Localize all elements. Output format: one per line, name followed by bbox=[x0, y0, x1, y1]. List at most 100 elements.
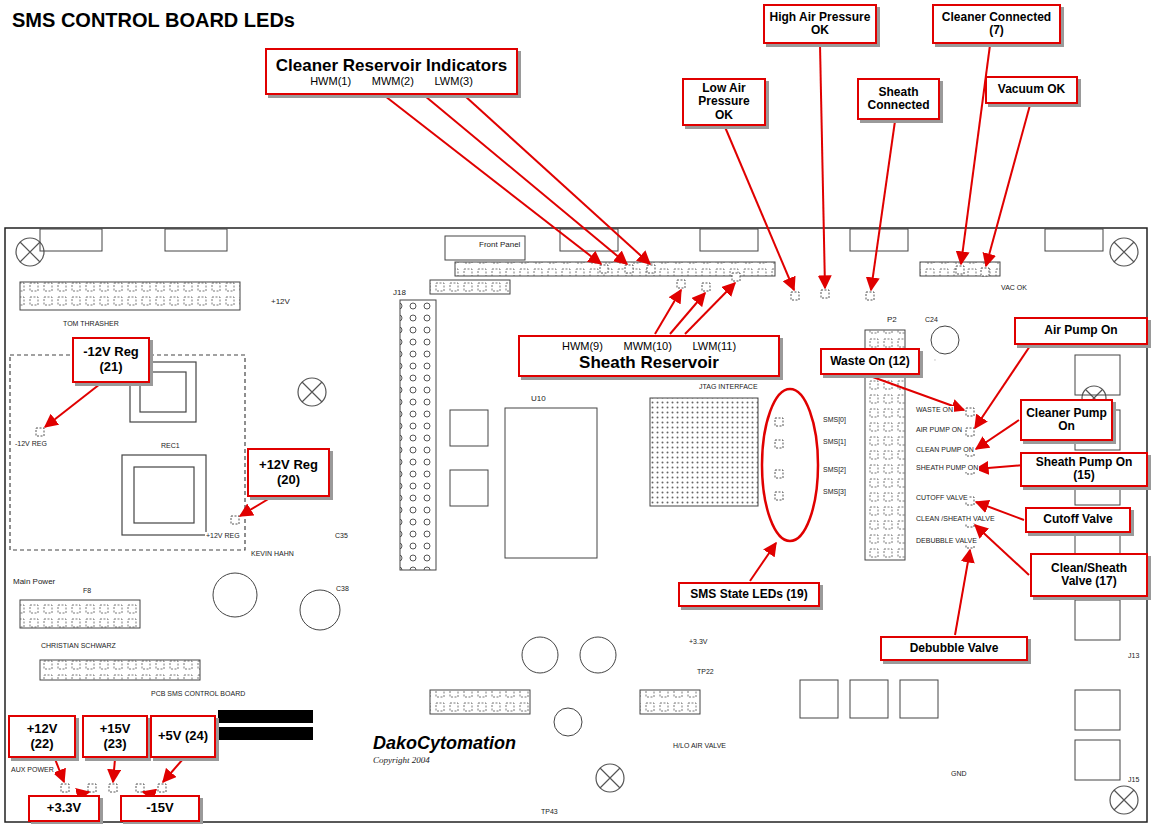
led-marker bbox=[677, 280, 685, 288]
callout-text: Low Air Pressure OK bbox=[688, 82, 760, 122]
led-marker bbox=[866, 292, 874, 300]
callout-text: +12V (22) bbox=[14, 722, 70, 751]
connector-outline bbox=[445, 236, 525, 260]
led-marker bbox=[966, 408, 974, 416]
mounting-hole bbox=[20, 242, 40, 262]
callout-box: Waste On (12) bbox=[820, 348, 920, 375]
callout-box: +12V (22) bbox=[8, 715, 76, 758]
silkscreen-label: C35 bbox=[334, 532, 349, 540]
leader-line bbox=[45, 45, 1030, 794]
callout-box: SMS State LEDs (19) bbox=[678, 582, 820, 607]
ic-outline bbox=[800, 680, 838, 718]
callout-box: Air Pump On bbox=[1014, 317, 1148, 345]
mounting-hole bbox=[298, 378, 326, 406]
callout-text: +15V (23) bbox=[88, 722, 142, 751]
callout-box: Cleaner Pump On bbox=[1020, 399, 1113, 441]
mounting-hole bbox=[1110, 238, 1138, 266]
led-marker bbox=[775, 492, 783, 500]
company-logo: DakoCytomation bbox=[372, 734, 517, 754]
callout-text: Vacuum OK bbox=[998, 83, 1065, 96]
led-marker bbox=[36, 428, 44, 436]
connector-outline bbox=[920, 262, 1000, 276]
led-marker bbox=[136, 784, 144, 792]
leader-line bbox=[976, 465, 1024, 469]
mounting-hole bbox=[600, 768, 620, 788]
leader-line bbox=[240, 498, 270, 516]
silkscreen-label: PCB SMS CONTROL BOARD bbox=[150, 690, 246, 698]
capacitor-outline bbox=[580, 637, 616, 673]
silkscreen-label: SMS[0] bbox=[822, 416, 847, 424]
silkscreen-label: CLEAN /SHEATH VALVE bbox=[915, 515, 996, 523]
callout-box: +12V Reg (20) bbox=[247, 448, 330, 497]
leader-line bbox=[143, 792, 150, 794]
connector-outline bbox=[430, 280, 510, 294]
callout-text: +12V Reg (20) bbox=[253, 458, 324, 487]
callout-text: High Air Pressure OK bbox=[769, 11, 871, 38]
leader-line bbox=[670, 293, 705, 334]
callout-box: +3.3V bbox=[28, 795, 100, 822]
silkscreen-label: TP43 bbox=[540, 808, 559, 816]
diagram-title: SMS CONTROL BOARD LEDs bbox=[12, 9, 295, 32]
callout-box: Cleaner Connected (7) bbox=[932, 4, 1061, 44]
leader-line bbox=[425, 96, 627, 264]
leader-line bbox=[45, 384, 100, 427]
callout-text: Cutoff Valve bbox=[1043, 513, 1112, 526]
capacitor-outline bbox=[931, 326, 959, 354]
silkscreen-label: SHEATH PUMP ON bbox=[915, 464, 979, 472]
callout-text: Sheath Connected bbox=[863, 86, 934, 113]
leader-line bbox=[820, 45, 825, 288]
callout-text: Clean/Sheath Valve (17) bbox=[1036, 562, 1142, 589]
leader-line bbox=[750, 543, 776, 581]
ic-outline bbox=[650, 398, 758, 506]
connector-outline bbox=[455, 262, 775, 276]
callout-box: -15V bbox=[120, 795, 200, 822]
ic-outline bbox=[640, 690, 700, 714]
led-marker bbox=[600, 265, 608, 273]
callout-box: Cleaner Reservoir IndicatorsHWM(1) MWM(2… bbox=[265, 48, 518, 95]
silkscreen-label: C38 bbox=[335, 585, 350, 593]
callout-text: Waste On (12) bbox=[830, 355, 910, 368]
callout-text: -15V bbox=[146, 801, 173, 816]
pcb-outline bbox=[5, 228, 1147, 822]
ic-outline bbox=[20, 300, 1120, 780]
callout-box: Vacuum OK bbox=[985, 76, 1078, 104]
connector-outline bbox=[20, 229, 1103, 310]
ic-outline bbox=[450, 410, 488, 446]
capacitor-outline bbox=[213, 573, 257, 617]
silkscreen-label: WASTE ON bbox=[915, 406, 954, 414]
highlight-ellipse bbox=[762, 389, 818, 541]
silkscreen-label: +12V bbox=[270, 298, 291, 307]
connector-outline bbox=[165, 229, 227, 251]
callout-text: Debubble Valve bbox=[910, 642, 999, 655]
callout-box: Sheath Pump On (15) bbox=[1020, 452, 1148, 487]
transformer-outline bbox=[10, 355, 245, 550]
silkscreen-label: +12V REG bbox=[205, 532, 241, 540]
silkscreen-label: +3.3V bbox=[688, 638, 709, 646]
leader-line bbox=[685, 283, 735, 334]
mounting-hole bbox=[596, 764, 624, 792]
pcb-outline bbox=[5, 228, 1147, 822]
silkscreen-label: P2 bbox=[886, 316, 898, 325]
callout-box: High Air Pressure OK bbox=[763, 4, 877, 44]
mounting-hole bbox=[1114, 242, 1134, 262]
led-marker bbox=[88, 784, 96, 792]
leader-line bbox=[725, 127, 794, 290]
leader-line bbox=[55, 759, 64, 782]
led-marker bbox=[625, 265, 633, 273]
silkscreen-label: J15 bbox=[1127, 776, 1140, 784]
leader-line bbox=[975, 525, 1029, 575]
led-marker bbox=[732, 273, 740, 281]
mounting-hole bbox=[16, 238, 1138, 814]
ic-outline bbox=[20, 600, 140, 628]
ic-outline bbox=[1075, 740, 1120, 780]
callout-text: Cleaner Connected (7) bbox=[938, 11, 1055, 38]
silkscreen-label: AUX POWER bbox=[10, 766, 55, 774]
silkscreen-label: F8 bbox=[82, 587, 92, 595]
redaction-bar bbox=[218, 710, 313, 740]
connector-outline bbox=[1045, 229, 1103, 251]
silkscreen-label: U10 bbox=[530, 395, 547, 404]
silkscreen-label: -12V REG bbox=[14, 440, 48, 448]
ic-outline bbox=[900, 680, 938, 718]
ic-outline bbox=[430, 690, 530, 714]
redaction-bar bbox=[218, 727, 313, 740]
